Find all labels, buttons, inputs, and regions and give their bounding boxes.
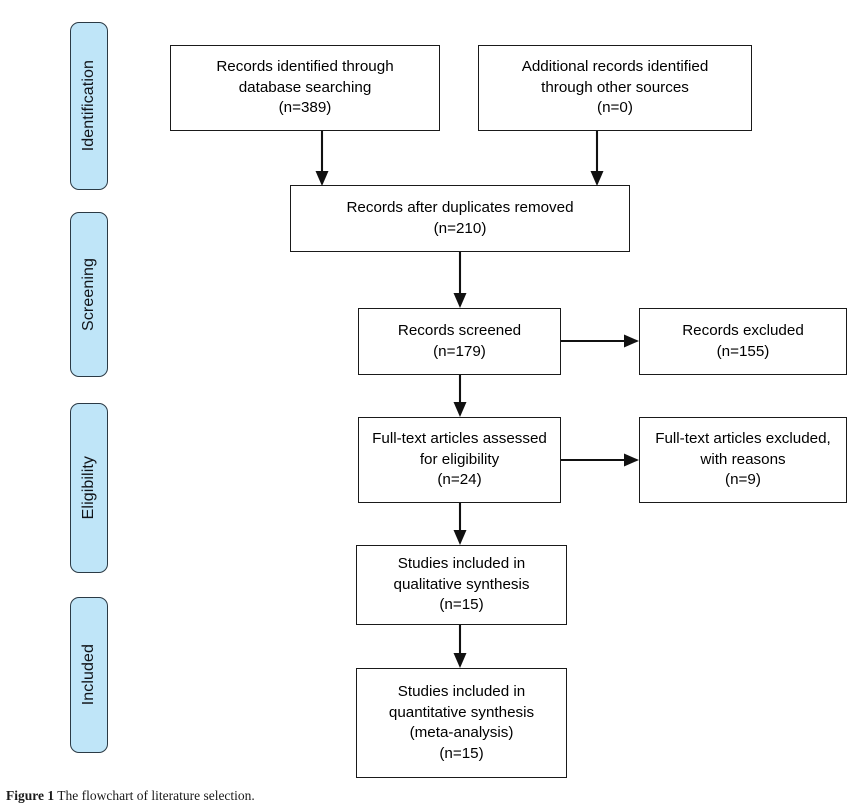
box-after-duplicates: Records after duplicates removed (n=210) bbox=[290, 185, 630, 252]
box-fulltext-excluded-text: Full-text articles excluded, with reason… bbox=[655, 430, 831, 489]
arrow-duplicates-to-screened bbox=[453, 252, 467, 308]
arrow-fulltext-to-excluded bbox=[561, 453, 639, 467]
box-fulltext-assessed-text: Full-text articles assessed for eligibil… bbox=[372, 430, 547, 489]
box-additional-records-text: Additional records identified through ot… bbox=[521, 58, 709, 117]
box-records-excluded: Records excluded (n=155) bbox=[639, 308, 847, 375]
box-quantitative-synthesis-text: Studies included in quantitative synthes… bbox=[388, 683, 535, 762]
box-fulltext-assessed: Full-text articles assessed for eligibil… bbox=[358, 417, 561, 503]
box-additional-records: Additional records identified through ot… bbox=[478, 45, 752, 131]
box-records-screened: Records screened (n=179) bbox=[358, 308, 561, 375]
box-records-screened-text: Records screened (n=179) bbox=[397, 322, 522, 360]
arrow-identified-to-duplicates bbox=[315, 131, 329, 186]
phase-screening: Screening bbox=[70, 212, 108, 377]
arrow-additional-to-duplicates bbox=[590, 131, 604, 186]
box-quantitative-synthesis: Studies included in quantitative synthes… bbox=[356, 668, 567, 778]
phase-eligibility: Eligibility bbox=[70, 403, 108, 573]
phase-identification: Identification bbox=[70, 22, 108, 190]
arrow-screened-to-excluded bbox=[561, 334, 639, 348]
arrow-screened-to-fulltext bbox=[453, 375, 467, 417]
box-after-duplicates-text: Records after duplicates removed (n=210) bbox=[346, 199, 574, 237]
arrow-fulltext-to-qualitative bbox=[453, 503, 467, 545]
box-records-identified: Records identified through database sear… bbox=[170, 45, 440, 131]
box-qualitative-synthesis: Studies included in qualitative synthesi… bbox=[356, 545, 567, 625]
box-fulltext-excluded: Full-text articles excluded, with reason… bbox=[639, 417, 847, 503]
figure-caption: Figure 1 The flowchart of literature sel… bbox=[6, 788, 255, 804]
arrow-qualitative-to-quantitative bbox=[453, 625, 467, 668]
phase-included: Included bbox=[70, 597, 108, 753]
box-records-excluded-text: Records excluded (n=155) bbox=[682, 322, 804, 360]
figure-caption-lead: Figure 1 bbox=[6, 788, 55, 803]
box-records-identified-text: Records identified through database sear… bbox=[216, 58, 394, 117]
box-qualitative-synthesis-text: Studies included in qualitative synthesi… bbox=[393, 555, 530, 614]
figure-caption-text: The flowchart of literature selection. bbox=[57, 788, 255, 803]
